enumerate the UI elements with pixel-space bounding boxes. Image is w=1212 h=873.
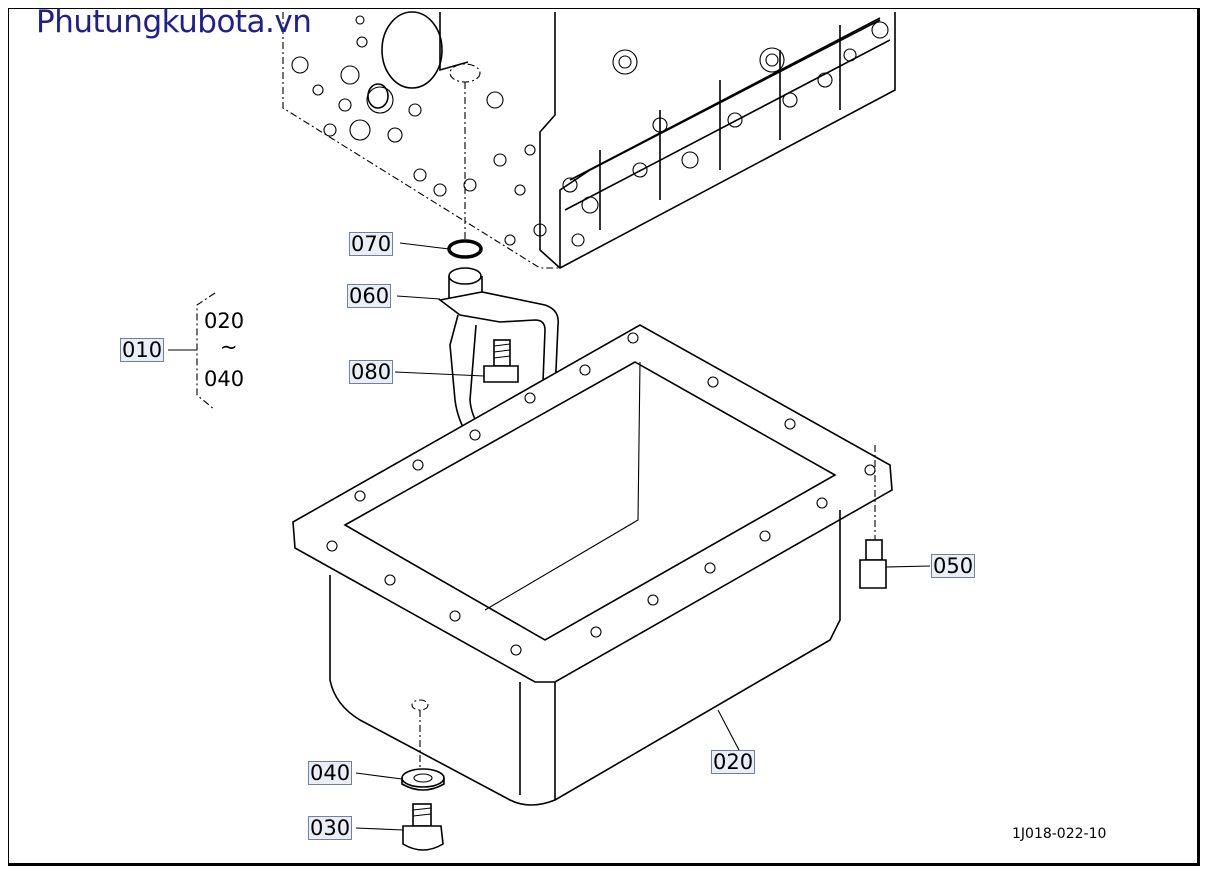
callout-020[interactable]: 020 — [711, 750, 756, 774]
assembly-range-symbol: ~ — [220, 335, 238, 359]
bolt-080-drawing — [394, 339, 519, 383]
callout-030[interactable]: 030 — [308, 816, 353, 840]
callout-050[interactable]: 050 — [931, 554, 976, 578]
plug-050-drawing — [859, 445, 931, 589]
assembly-range-end: 040 — [204, 367, 245, 391]
callout-060[interactable]: 060 — [347, 284, 392, 308]
assembly-callout-010[interactable]: 010 — [120, 338, 165, 362]
callout-080[interactable]: 080 — [349, 360, 394, 384]
callout-040[interactable]: 040 — [308, 761, 353, 785]
o-ring-070-drawing — [399, 239, 483, 259]
watermark: Phutungkubota.vn — [36, 4, 312, 40]
assembly-range-start: 020 — [204, 309, 245, 333]
washer-040-drawing — [355, 768, 445, 791]
drawing-frame — [8, 8, 1200, 866]
drawing-code: 1J018-022-10 — [1012, 826, 1107, 842]
drain-plug-030-drawing — [355, 803, 444, 851]
callout-070[interactable]: 070 — [349, 232, 394, 256]
assembly-bracket-drawing — [168, 292, 216, 411]
engine-block-drawing — [282, 11, 896, 269]
oil-pan-020-drawing — [292, 324, 893, 806]
